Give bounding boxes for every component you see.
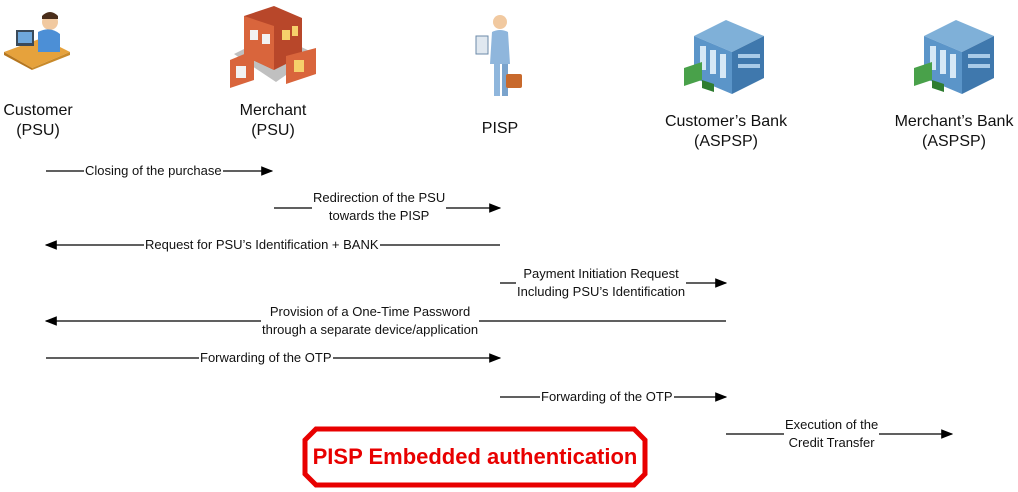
actor-label: Customer (PSU) — [3, 102, 73, 139]
message-label: Redirection of the PSU towards the PISP — [312, 189, 447, 225]
bank-building-icon — [910, 14, 1002, 98]
message-label: Closing of the purchase — [84, 162, 223, 180]
bank-building-icon — [680, 14, 772, 98]
message-label: Forwarding of the OTP — [540, 388, 674, 406]
actor-merchant-bank: Merchant’s Bank (ASPSP) — [882, 112, 1018, 152]
actor-customer-bank: Customer’s Bank (ASPSP) — [654, 112, 798, 152]
person-at-computer-icon — [2, 8, 72, 70]
message-label: Forwarding of the OTP — [199, 349, 333, 367]
businessman-icon — [472, 12, 526, 102]
message-label: Payment Initiation Request Including PSU… — [516, 265, 687, 301]
banner-title: PISP Embedded authentication — [312, 444, 638, 469]
actor-label: PISP — [481, 120, 519, 137]
actor-customer: Customer (PSU) — [0, 101, 76, 141]
actor-pisp: PISP — [470, 119, 530, 139]
authentication-banner: PISP Embedded authentication — [302, 426, 648, 488]
message-label: Execution of the Credit Transfer — [784, 416, 880, 452]
actor-label: Customer’s Bank (ASPSP) — [664, 113, 788, 150]
store-building-icon — [224, 4, 324, 92]
actor-merchant: Merchant (PSU) — [220, 101, 326, 141]
message-label: Provision of a One-Time Password through… — [261, 303, 480, 339]
actor-label: Merchant (PSU) — [239, 102, 307, 139]
actor-label: Merchant’s Bank (ASPSP) — [894, 113, 1014, 150]
message-label: Request for PSU’s Identification + BANK — [144, 236, 380, 254]
